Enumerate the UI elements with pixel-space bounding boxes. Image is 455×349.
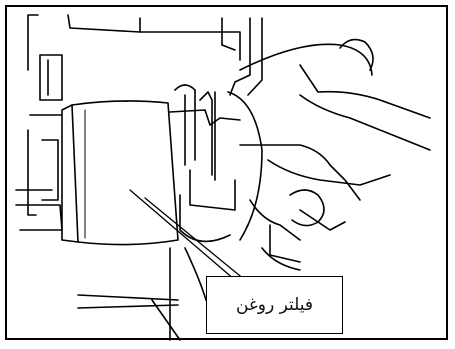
oil-filter-label-text: فیلتر روغن xyxy=(236,295,313,315)
oil-filter-label: فیلتر روغن xyxy=(206,276,343,334)
